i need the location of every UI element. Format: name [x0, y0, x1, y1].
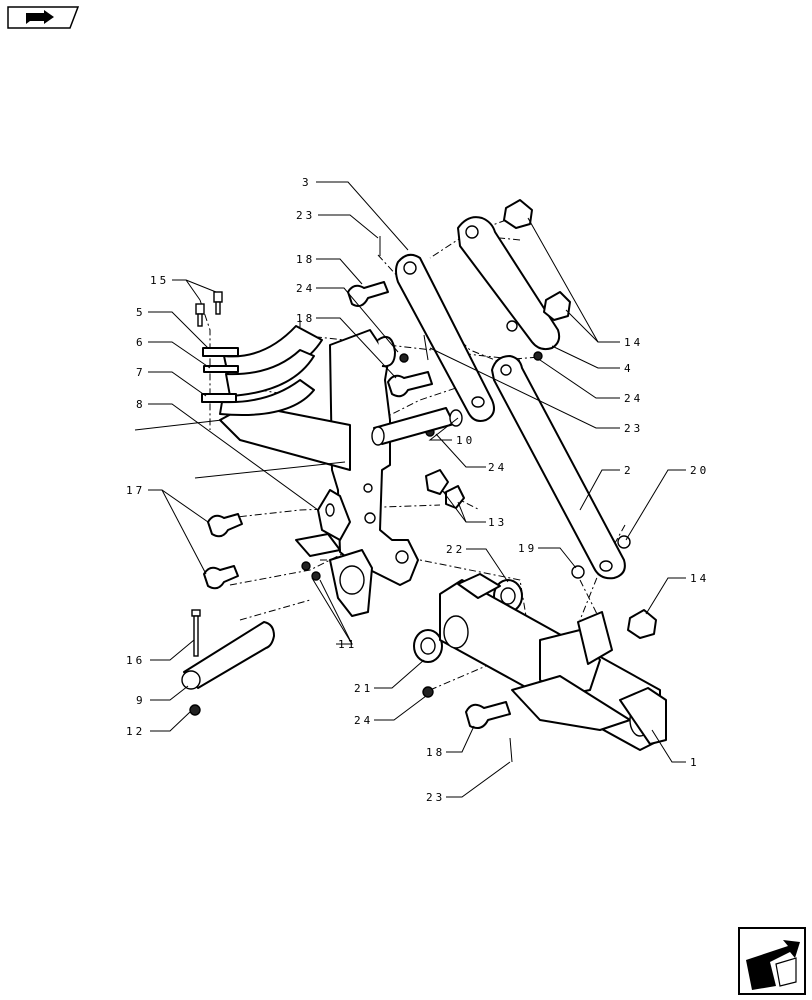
callout-labels: 3 23 18 24 15 18 5 6 7 8 17 16 9 12 14 4…	[126, 176, 709, 804]
callout-11: 11	[338, 638, 357, 651]
cotter-pin-part-23-bottom	[509, 737, 513, 763]
callout-18-middle: 18	[296, 312, 315, 325]
callout-2: 2	[624, 464, 634, 477]
callout-9: 9	[136, 694, 146, 707]
castle-nut-part-14-lower	[627, 609, 657, 639]
callout-4: 4	[624, 362, 634, 375]
callout-10: 10	[456, 434, 475, 447]
callout-22: 22	[446, 543, 465, 556]
clamp-strap-part-7	[201, 379, 315, 416]
callout-18-bottom: 18	[426, 746, 445, 759]
callout-15: 15	[150, 274, 169, 287]
top-link-part-4	[457, 216, 561, 351]
book-arrow-icon[interactable]	[7, 6, 80, 29]
callout-23-top: 23	[296, 209, 315, 222]
bushing-part-10	[371, 407, 463, 446]
callout-18-top: 18	[296, 253, 315, 266]
callout-24-top: 24	[296, 282, 315, 295]
bolt-part-17-lower	[203, 565, 239, 590]
callout-3: 3	[302, 176, 312, 189]
callout-1: 1	[690, 756, 700, 769]
callout-24-middle: 24	[488, 461, 507, 474]
callout-23-bottom: 23	[426, 791, 445, 804]
callout-8: 8	[136, 398, 146, 411]
callout-20: 20	[690, 464, 709, 477]
next-page-arrow-icon[interactable]	[738, 927, 806, 995]
castle-nut-part-14-middle	[543, 291, 571, 321]
callout-5: 5	[136, 306, 146, 319]
nut-part-13	[425, 469, 465, 509]
callout-23-right: 23	[624, 422, 643, 435]
bolt-part-15	[195, 291, 223, 327]
bushing-block	[329, 549, 373, 617]
callout-24-bottom: 24	[354, 714, 373, 727]
nut-part-12	[189, 704, 201, 716]
bolt-part-18-lower	[465, 701, 511, 729]
bolt-part-16	[191, 609, 201, 657]
callout-12: 12	[126, 725, 145, 738]
washer-part-19	[571, 565, 585, 579]
callout-14-lower: 14	[690, 572, 709, 585]
leader-lines	[148, 181, 686, 798]
drawbar-frame-part-1	[439, 573, 667, 751]
bolt-part-17-upper	[207, 513, 243, 538]
washer-part-20	[617, 535, 631, 549]
washer-part-11	[301, 561, 321, 581]
callout-7: 7	[136, 366, 146, 379]
callout-24-right: 24	[624, 392, 643, 405]
bolt-part-18-middle	[387, 371, 433, 398]
bolt-part-18-upper	[347, 281, 389, 307]
callout-19: 19	[518, 542, 537, 555]
callout-21: 21	[354, 682, 373, 695]
callout-14-top: 14	[624, 336, 643, 349]
castle-nut-part-14-top	[503, 199, 533, 229]
pin-part-9	[181, 621, 275, 690]
washer-part-21	[413, 629, 443, 663]
long-link-part-2	[491, 355, 626, 580]
upper-link-part-3	[395, 253, 495, 422]
callout-17: 17	[126, 484, 145, 497]
callout-16: 16	[126, 654, 145, 667]
clamp-strap-part-6	[203, 349, 315, 397]
cotter-pin-part-23-middle	[423, 334, 429, 361]
callout-6: 6	[136, 336, 146, 349]
latch-part-8	[295, 489, 351, 557]
callout-13: 13	[488, 516, 507, 529]
nut-part-24	[399, 351, 543, 698]
